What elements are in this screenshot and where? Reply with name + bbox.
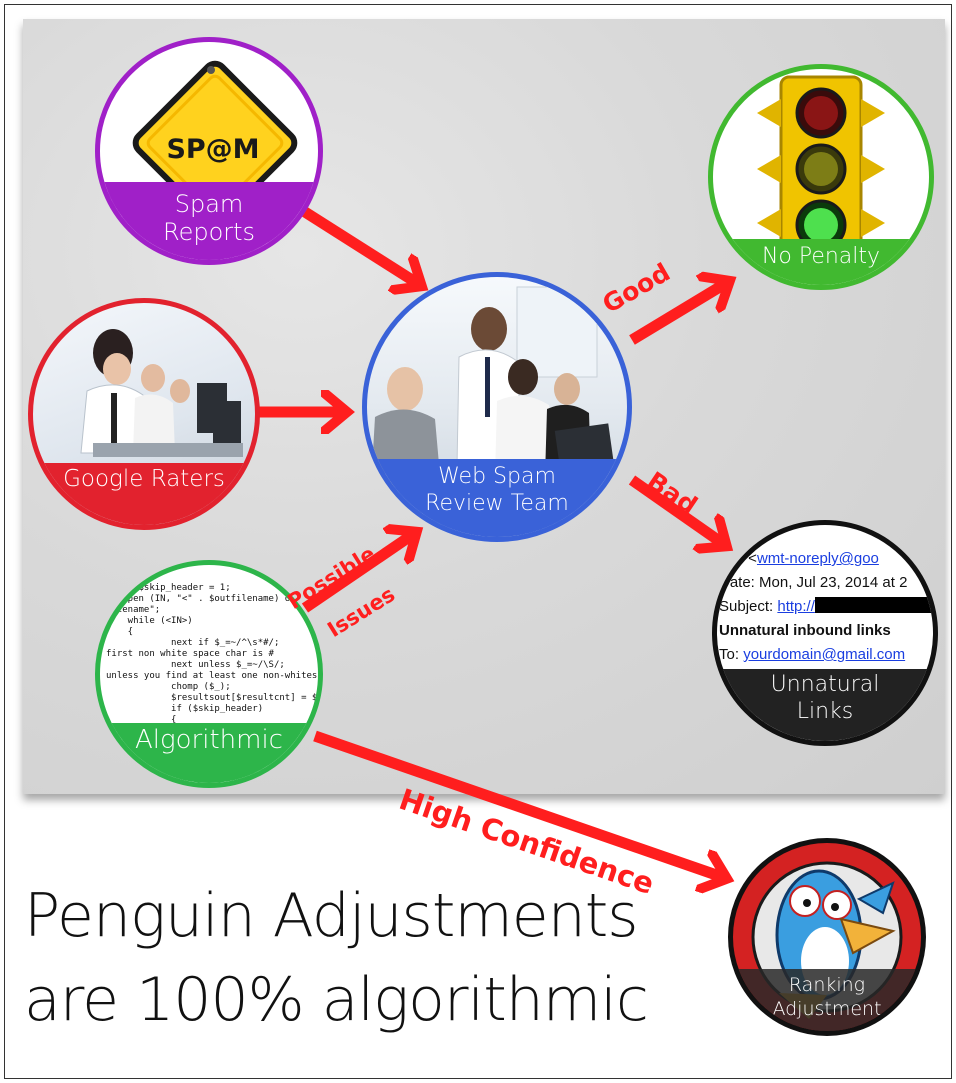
unnatural-links-band: Unnatural Links <box>717 669 933 741</box>
arrow-algorithmic-to-ranking <box>313 730 725 878</box>
algorithmic-node: $skip_header = 1; open (IN, "<" . $outfi… <box>95 560 323 788</box>
arrow-algorithmic-to-webspam <box>301 533 415 613</box>
unnatural-links-label-line2: Links <box>796 699 854 724</box>
algorithmic-band: Algorithmic <box>100 723 318 783</box>
spam-reports-label-line1: Spam <box>174 190 244 218</box>
email-from-prefix: om: < <box>719 550 757 567</box>
spam-reports-label-line2: Reports <box>162 218 256 246</box>
web-spam-label-line2: Review Team <box>425 491 569 516</box>
google-raters-band: Google Raters <box>33 463 255 525</box>
email-from-link[interactable]: wmt-noreply@goo <box>756 550 879 567</box>
web-spam-band: Web Spam Review Team <box>367 459 627 537</box>
spam-reports-node: SP@M Spam Reports <box>95 37 323 265</box>
arrow-spam-to-webspam <box>302 207 420 285</box>
email-subject-line: Subject: http:// <box>719 595 933 619</box>
frame-border <box>4 4 952 1079</box>
email-date-line: Date: Mon, Jul 23, 2014 at 2 <box>719 574 908 591</box>
algorithmic-code: $skip_header = 1; open (IN, "<" . $outfi… <box>106 583 323 736</box>
arrow-webspam-to-unnatural <box>628 475 725 545</box>
title-line-2: are 100% algorithmic <box>24 965 649 1035</box>
unnatural-links-label-line1: Unnatural <box>770 672 880 697</box>
ranking-adjustment-label-line1: Ranking <box>788 974 866 996</box>
ranking-adjustment-band: Ranking Adjustment <box>733 969 921 1031</box>
web-spam-node: Web Spam Review Team <box>362 272 632 542</box>
spam-reports-band: Spam Reports <box>100 182 318 260</box>
email-subject-prefix: Subject: <box>719 598 778 615</box>
email-headline: Unnatural inbound links <box>719 622 891 639</box>
redaction-bar <box>814 597 933 613</box>
algorithmic-label: Algorithmic <box>135 725 283 755</box>
arrow-webspam-to-nopenalty <box>629 282 728 345</box>
spam-sign-text: SP@M <box>166 134 260 165</box>
no-penalty-label: No Penalty <box>761 244 881 269</box>
no-penalty-band: No Penalty <box>713 239 929 285</box>
google-raters-node: Google Raters <box>28 298 260 530</box>
web-spam-label-line1: Web Spam <box>438 464 556 489</box>
raters-photo <box>80 329 243 457</box>
email-preview: om: <wmt-noreply@goo Date: Mon, Jul 23, … <box>719 547 933 667</box>
traffic-light-icon <box>757 75 885 251</box>
email-subject-link[interactable]: http:// <box>777 598 815 615</box>
email-to-line: To: yourdomain@gmail.com <box>719 643 933 667</box>
unnatural-links-node: om: <wmt-noreply@goo Date: Mon, Jul 23, … <box>712 520 938 746</box>
no-penalty-node: No Penalty <box>708 64 934 290</box>
email-to-link[interactable]: yourdomain@gmail.com <box>743 646 906 663</box>
ranking-adjustment-node: Ranking Adjustment <box>728 838 926 1036</box>
google-raters-label: Google Raters <box>63 466 225 492</box>
title-line-1: Penguin Adjustments <box>24 881 639 951</box>
email-to-prefix: To: <box>719 646 744 663</box>
email-from-line: om: <wmt-noreply@goo <box>719 547 933 571</box>
ranking-adjustment-label-line2: Adjustment <box>772 998 882 1020</box>
